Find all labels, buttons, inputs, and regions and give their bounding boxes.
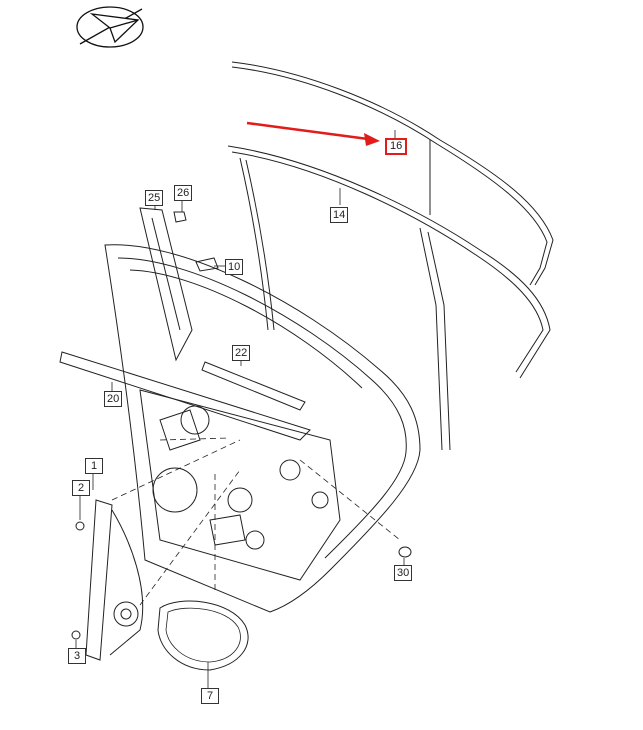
upper-seal-strip — [231, 61, 554, 286]
trim-strip-22 — [201, 361, 306, 411]
part-label-2[interactable]: 2 — [72, 480, 90, 496]
part-label-7[interactable]: 7 — [201, 688, 219, 704]
window-regulator — [85, 499, 144, 661]
label-leaders — [75, 130, 405, 688]
part-label-26[interactable]: 26 — [174, 185, 193, 201]
part-label-20[interactable]: 20 — [104, 391, 123, 407]
bolt-3 — [71, 630, 81, 640]
nut-2 — [75, 521, 85, 531]
clip-26 — [173, 211, 187, 223]
sealing-strip-20 — [59, 351, 311, 441]
door-shell — [104, 244, 421, 613]
window-frame-seal — [227, 145, 551, 451]
plug-30 — [398, 546, 412, 558]
part-label-3[interactable]: 3 — [68, 648, 86, 664]
part-label-1[interactable]: 1 — [85, 458, 103, 474]
highlight-arrow — [246, 121, 380, 146]
part-label-16[interactable]: 16 — [385, 138, 408, 155]
guide-rail — [139, 207, 193, 362]
leader-lines — [111, 437, 401, 606]
cover-7 — [157, 600, 249, 671]
part-label-10[interactable]: 10 — [225, 259, 244, 275]
part-label-22[interactable]: 22 — [232, 345, 251, 361]
part-label-14[interactable]: 14 — [330, 207, 349, 223]
paper-plane-icon — [76, 6, 144, 48]
part-label-25[interactable]: 25 — [145, 190, 164, 206]
part-label-30[interactable]: 30 — [394, 565, 413, 581]
